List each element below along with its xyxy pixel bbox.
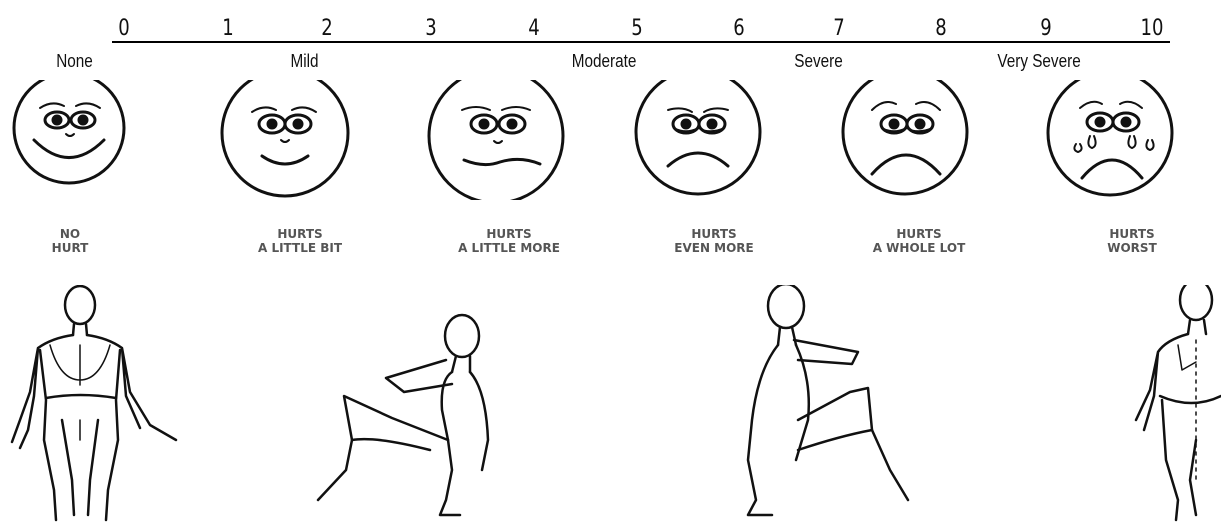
body-side-right-icon xyxy=(316,313,490,517)
scale-number-5: 5 xyxy=(631,16,643,41)
severity-severe: Severe xyxy=(794,51,843,71)
severity-moderate: Moderate xyxy=(571,51,637,71)
body-back-icon xyxy=(1134,285,1221,522)
scale-number-1: 1 xyxy=(222,16,234,41)
hurts-worst-face-icon xyxy=(1046,80,1174,197)
hurts-little-more-face-icon xyxy=(427,80,565,200)
scale-number-0: 0 xyxy=(118,16,130,41)
scale-number-4: 4 xyxy=(528,16,540,41)
face-caption-little-more: HURTS A LITTLE MORE xyxy=(458,227,560,255)
hurts-even-more-face-icon xyxy=(634,80,762,196)
hurts-little-bit-face-icon xyxy=(220,80,350,198)
scale-number-8: 8 xyxy=(935,16,947,41)
no-hurt-face-icon xyxy=(12,80,126,185)
body-figures-row xyxy=(10,285,1221,522)
scale-number-2: 2 xyxy=(321,16,333,41)
hurts-whole-lot-face-icon xyxy=(841,80,969,196)
severity-very-severe: Very Severe xyxy=(997,51,1081,71)
body-side-left-icon xyxy=(746,285,910,517)
scale-number-6: 6 xyxy=(733,16,745,41)
face-caption-worst: HURTS WORST xyxy=(1107,227,1157,255)
scale-number-9: 9 xyxy=(1040,16,1052,41)
scale-line xyxy=(112,41,1170,43)
scale-number-10: 10 xyxy=(1140,16,1164,41)
body-front-icon xyxy=(10,285,178,522)
face-caption-little-bit: HURTS A LITTLE BIT xyxy=(257,227,343,255)
faces-row xyxy=(12,80,1174,200)
severity-none: None xyxy=(56,51,93,71)
face-caption-no-hurt: NO HURT xyxy=(51,227,89,255)
face-caption-even-more: HURTS EVEN MORE xyxy=(674,227,754,255)
scale-number-3: 3 xyxy=(425,16,437,41)
scale-number-7: 7 xyxy=(833,16,845,41)
severity-mild: Mild xyxy=(290,51,319,71)
face-caption-whole-lot: HURTS A WHOLE LOT xyxy=(872,227,966,255)
